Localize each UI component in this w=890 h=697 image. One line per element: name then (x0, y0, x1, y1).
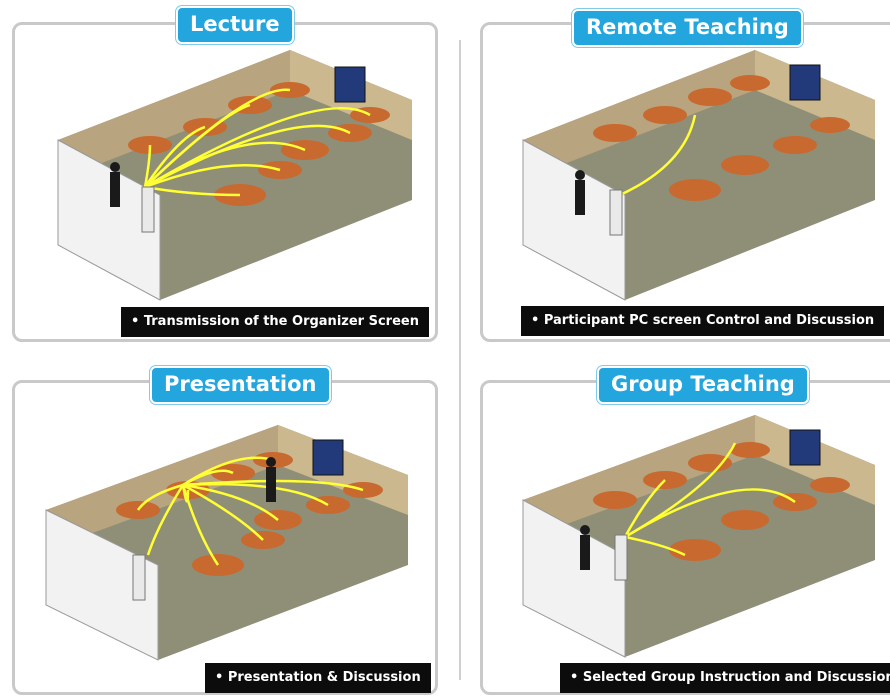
center-divider (459, 40, 461, 680)
left-wall (45, 509, 159, 661)
organizer-podium (609, 189, 623, 236)
presentation-title: Presentation (150, 366, 331, 404)
back-wall (523, 50, 755, 180)
remote-teaching-title: Remote Teaching (572, 9, 803, 47)
arrows (623, 442, 796, 557)
presentation-caption: • Presentation & Discussion (205, 663, 431, 693)
arrow (619, 114, 697, 197)
podium (132, 554, 146, 601)
back-wall (46, 425, 278, 550)
remote-teaching-classroom-illustration (522, 50, 875, 301)
left-wall (522, 139, 626, 301)
left-wall (57, 139, 161, 301)
wall-monitor (789, 429, 821, 466)
organizer-podium (141, 186, 155, 233)
group-teaching-title: Group Teaching (597, 366, 809, 404)
organizer-person (575, 170, 585, 215)
organizer-person (580, 525, 590, 570)
desks (593, 75, 850, 201)
arrows (136, 456, 364, 566)
lecture-title: Lecture (176, 6, 294, 44)
organizer-person (110, 162, 120, 207)
wall-monitor (312, 439, 344, 476)
left-wall (522, 499, 626, 658)
group-teaching-classroom-illustration (522, 415, 875, 658)
arrows (143, 88, 371, 197)
back-wall (523, 415, 755, 540)
organizer-podium (614, 534, 628, 581)
desks (593, 442, 850, 561)
presentation-classroom-illustration (45, 425, 408, 661)
lecture-classroom-illustration (57, 50, 412, 301)
group-teaching-caption: • Selected Group Instruction and Discuss… (560, 663, 890, 693)
remote-teaching-caption: • Participant PC screen Control and Disc… (521, 306, 885, 336)
presenter-person (266, 457, 276, 502)
wall-monitor (334, 66, 366, 103)
lecture-caption: • Transmission of the Organizer Screen (121, 307, 429, 337)
wall-monitor (789, 64, 821, 101)
back-wall (58, 50, 290, 180)
